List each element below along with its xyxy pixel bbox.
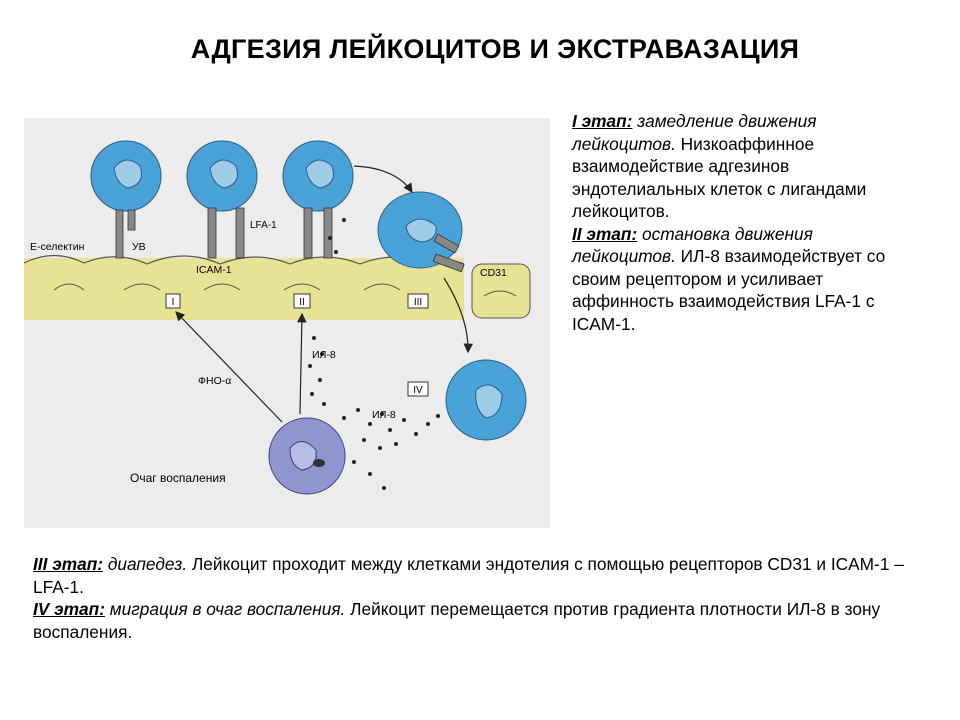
stage-box-1 — [165, 293, 181, 309]
label-uv: УВ — [132, 241, 146, 253]
leukocyte-extravasation-diagram: I II III IV Е-селектин УВ ICAM-1 LFA-1 C… — [24, 118, 550, 528]
label-inflammation-focus: Очаг воспаления — [130, 471, 226, 485]
stage4-italic: миграция в очаг воспаления. — [104, 599, 346, 619]
stage2-text: ИЛ-8 взаимодействует со своим рецептором… — [572, 246, 886, 334]
stage-box-2 — [293, 293, 311, 309]
label-icam1: ICAM-1 — [196, 264, 232, 276]
stage3-text: Лейкоцит проходит между клетками эндотел… — [33, 554, 904, 597]
stage3-label: III этап: — [33, 554, 104, 574]
label-fno: ФНО-α — [198, 375, 231, 387]
stage-description-top: I этап: замедление движения лейкоцитов. … — [572, 110, 907, 335]
leukocyte-3 — [282, 140, 354, 212]
il8-gradient-dots — [308, 218, 440, 490]
stage4-label: IV этап: — [33, 599, 105, 619]
stage4-text: Лейкоцит перемещается против градиента п… — [33, 599, 881, 642]
endothelium-nucleus-2 — [123, 283, 161, 291]
endothelium-nucleus-3 — [203, 283, 241, 291]
endothelium-nucleus-1 — [53, 283, 85, 291]
endothelium-nucleus-6 — [483, 290, 517, 297]
endothelium-nucleus-4 — [283, 283, 321, 291]
stage-box-1-label: I — [172, 297, 175, 308]
stage2-label: II этап: — [572, 223, 638, 244]
arrow-il8-to-endothelium — [297, 312, 307, 415]
leukocyte-1 — [90, 140, 162, 212]
endothelium — [24, 254, 531, 320]
label-e-selectin: Е-селектин — [30, 241, 85, 253]
label-cd31: CD31 — [480, 267, 507, 279]
stage1-italic: замедление движения лейкоцитов. — [572, 111, 817, 154]
label-il8-a: ИЛ-8 — [312, 349, 336, 361]
leukocyte-2 — [186, 140, 258, 212]
label-lfa1: LFA-1 — [250, 220, 277, 231]
stage-box-2-label: II — [299, 297, 305, 308]
leukocyte-4-stopped — [377, 191, 463, 269]
stage-box-4 — [407, 381, 429, 397]
arrow-rolling — [353, 165, 413, 193]
inflammation-focus-cell — [268, 417, 346, 495]
endothelium-nucleus-5 — [363, 283, 401, 291]
stage-box-3-label: III — [414, 297, 422, 308]
stage-description-bottom: III этап: диапедез. Лейкоцит проходит ме… — [33, 553, 913, 643]
page-title: АДГЕЗИЯ ЛЕЙКОЦИТОВ И ЭКСТРАВАЗАЦИЯ — [190, 34, 800, 64]
leukocyte-5-migrating — [445, 359, 527, 441]
endothelium-band — [24, 258, 464, 320]
arrow-fno-to-endothelium — [175, 311, 283, 423]
stage2-italic: остановка движения лейкоцитов. — [572, 223, 813, 267]
stage1-text: Низкоаффинное взаимодействие адгезинов э… — [572, 133, 867, 222]
label-il8-b: ИЛ-8 — [372, 409, 396, 421]
arrow-diapedesis — [443, 277, 474, 354]
adhesion-receptors — [115, 207, 465, 273]
stage1-label: I этап: — [572, 111, 633, 131]
stage-box-3 — [407, 293, 429, 309]
stage-box-4-label: IV — [413, 385, 423, 396]
stage3-italic: диапедез. — [103, 554, 188, 574]
